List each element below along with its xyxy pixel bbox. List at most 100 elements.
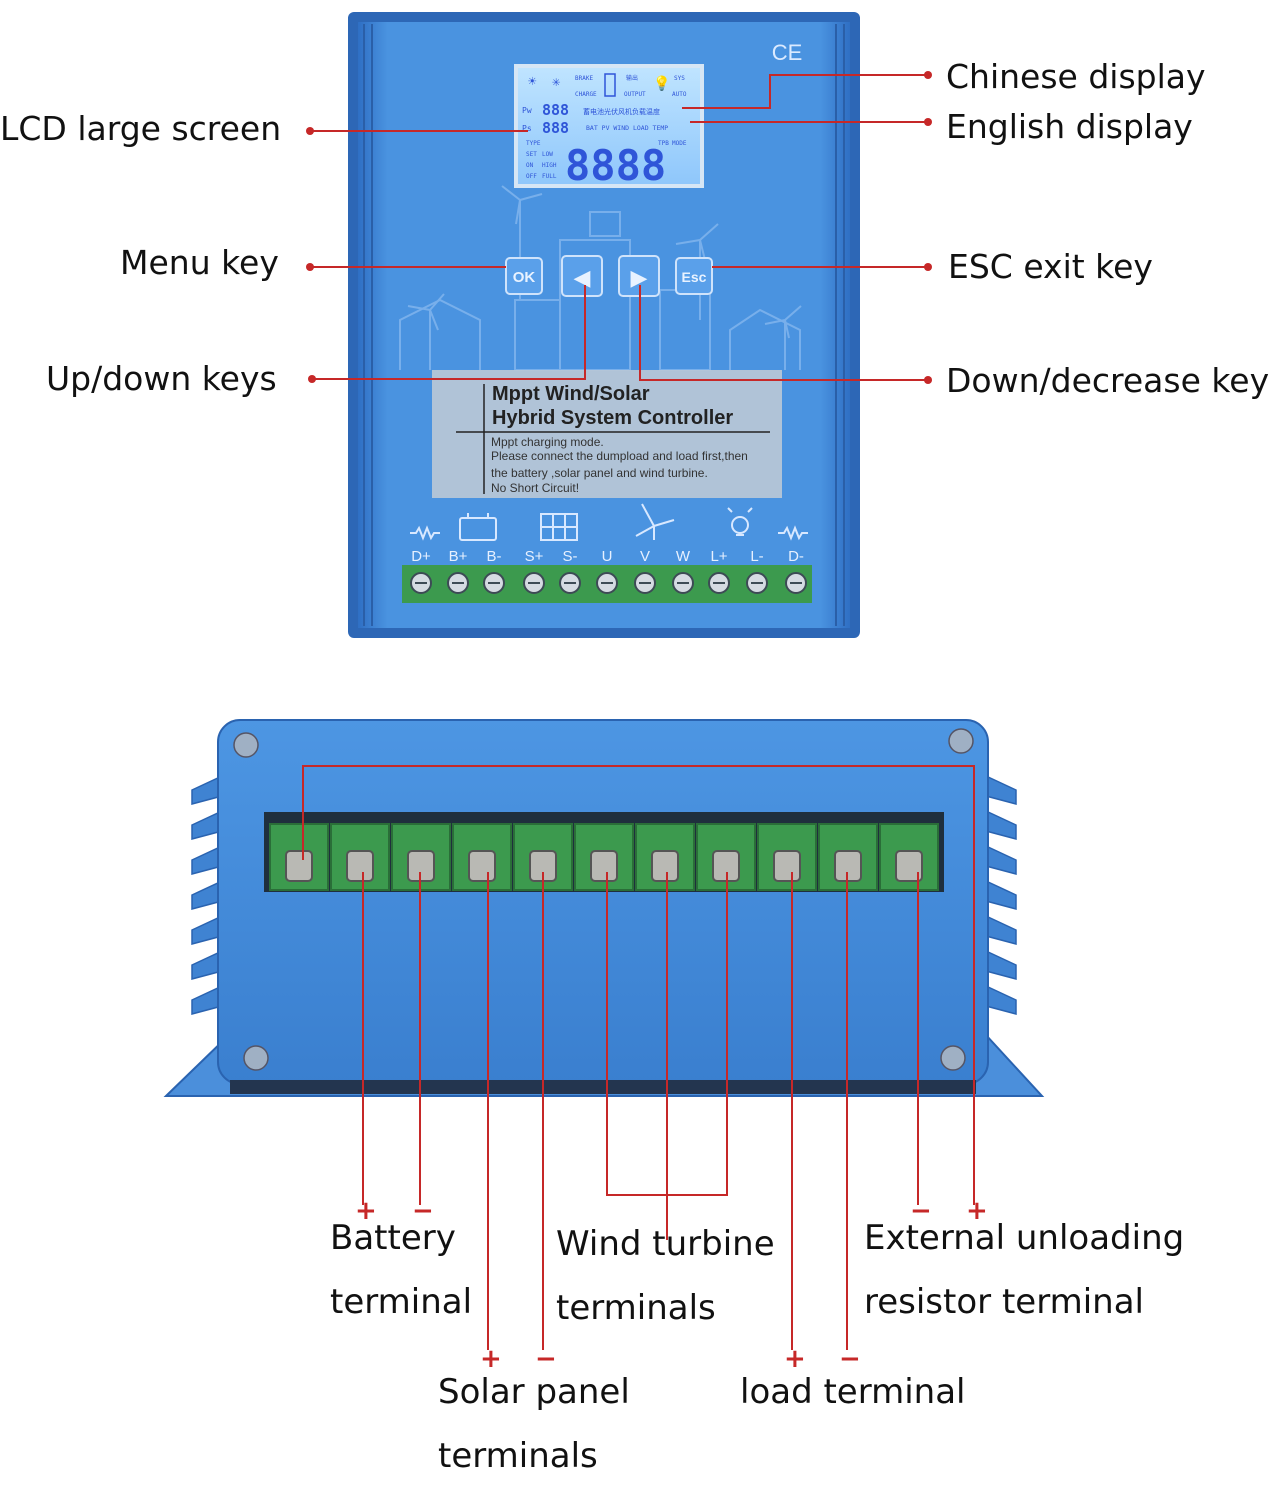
lcd-english-row: BAT PV WIND LOAD TEMP: [586, 124, 668, 132]
lcd-top-label: SYS: [674, 75, 685, 82]
terminal-screw-icon[interactable]: [590, 850, 618, 882]
callout-esc-exit-key: ESC exit key: [948, 247, 1153, 286]
callout-chinese-display: Chinese display: [946, 57, 1206, 96]
wind-turbine-icon: [635, 503, 675, 540]
plate-screws: [233, 728, 974, 1071]
terminal-label: W: [676, 548, 691, 565]
callout-english-display: English display: [946, 107, 1193, 146]
screw-icon: [243, 1045, 269, 1071]
top-controller: CE ☀ ✳ BRAKE CHARGE 输出 OUTPUT 💡 SYS AUTO…: [348, 12, 860, 638]
external-plus-sign: +: [966, 1196, 988, 1226]
lcd-chinese-row: 蓄电池光伏风机负载温度: [583, 107, 660, 116]
lcd-right-label: TPB: [658, 140, 669, 147]
esc-button[interactable]: Esc: [675, 257, 713, 295]
terminal-screw-icon[interactable]: [773, 850, 801, 882]
battery-terminal-label-1: Battery: [330, 1218, 456, 1258]
end-plate: [217, 719, 989, 1085]
screw-icon: [233, 732, 259, 758]
cooling-fins: [191, 774, 1017, 1015]
load-plus-sign: +: [784, 1344, 806, 1374]
info-label-panel: Mppt Wind/Solar Hybrid System Controller…: [432, 370, 782, 498]
terminal-label: U: [602, 548, 613, 565]
panel-text-line: No Short Circuit!: [491, 481, 579, 495]
external-resistor-label-1: External unloading: [864, 1218, 1185, 1258]
battery-minus-sign: −: [412, 1196, 434, 1226]
wind-turbine-label-2: terminals: [556, 1288, 716, 1328]
top-callout-dots: [306, 71, 932, 384]
terminal-label: B-: [487, 548, 502, 565]
solar-panel-label-1: Solar panel: [438, 1372, 630, 1412]
battery-icon: [459, 517, 497, 541]
terminal-block: [269, 823, 939, 891]
terminal-icons: [410, 503, 808, 541]
lcd-pw-value: 888: [542, 101, 569, 119]
background-artwork: [399, 185, 802, 371]
lcd-big-digits: 8888: [565, 141, 666, 190]
terminal-screw-icon[interactable]: [651, 850, 679, 882]
lcd-screen: ☀ ✳ BRAKE CHARGE 输出 OUTPUT 💡 SYS AUTO Pw…: [514, 64, 704, 190]
lcd-top-label: BRAKE: [575, 75, 593, 82]
solar-panel-label-2: terminals: [438, 1436, 598, 1476]
left-arrow-icon: ◀: [574, 266, 591, 291]
panel-text-line: Please connect the dumpload and load fir…: [491, 449, 748, 463]
terminal-screw-icon[interactable]: [346, 850, 374, 882]
callout-up-down-keys: Up/down keys: [46, 359, 277, 398]
panel-text-line: Mppt charging mode.: [491, 435, 604, 449]
external-minus-sign: −: [910, 1196, 932, 1226]
lcd-left-label: HIGH: [542, 162, 557, 169]
terminal-screw-icon[interactable]: [895, 850, 923, 882]
terminal-screw-icon[interactable]: [468, 850, 496, 882]
bottom-callout-lines: [302, 765, 975, 1350]
lcd-left-label: FULL: [542, 173, 557, 180]
callout-down-decrease-key: Down/decrease key: [946, 361, 1270, 400]
terminal-label-row: D+ B+ B- S+ S- U V W L+ L- D-: [411, 548, 804, 565]
bulb-icon: 💡: [653, 75, 670, 92]
terminal-label: D-: [788, 548, 804, 565]
ok-button[interactable]: OK: [505, 257, 543, 295]
right-arrow-button[interactable]: ▶: [618, 255, 660, 297]
screw-icon: [940, 1045, 966, 1071]
lcd-top-label: 输出: [626, 74, 638, 82]
lcd-ps-value: 888: [542, 119, 569, 137]
top-callout-lines: [310, 74, 928, 381]
base-shadow: [230, 1080, 976, 1094]
panel-title-line-1: Mppt Wind/Solar: [492, 383, 650, 405]
lcd-left-label: LOW: [542, 151, 553, 158]
bulb-icon: [731, 516, 749, 534]
terminal-label: S-: [563, 548, 578, 565]
left-arrow-button[interactable]: ◀: [561, 255, 603, 297]
terminal-screw-icon[interactable]: [285, 850, 313, 882]
sun-icon: ☀: [528, 74, 537, 90]
lcd-ps-label: Ps: [522, 124, 532, 133]
svg-text:Esc: Esc: [682, 269, 707, 285]
terminal-label: B+: [449, 548, 468, 565]
load-terminal-label: load terminal: [740, 1372, 966, 1412]
resistor-icon: [778, 525, 808, 541]
side-fins: [363, 24, 845, 626]
solar-plus-sign: +: [480, 1344, 502, 1374]
terminal-label: L+: [710, 548, 727, 565]
terminal-label: S+: [525, 548, 544, 565]
callout-lcd-large-screen: LCD large screen: [0, 109, 282, 148]
panel-text-line: the battery ,solar panel and wind turbin…: [491, 466, 708, 480]
svg-text:OK: OK: [513, 269, 536, 286]
lcd-pw-label: Pw: [522, 106, 532, 115]
terminal-screws: [410, 572, 807, 594]
lcd-top-label: AUTO: [672, 91, 687, 98]
terminal-label: L-: [750, 548, 763, 565]
lcd-left-label: TYPE: [526, 140, 541, 147]
resistor-icon: [410, 525, 440, 541]
lcd-glass: [518, 68, 700, 184]
battery-plus-sign: +: [355, 1196, 377, 1226]
lcd-top-label: OUTPUT: [624, 91, 646, 98]
terminal-label: D+: [411, 548, 431, 565]
battery-icon: [604, 73, 616, 97]
battery-terminal-label-2: terminal: [330, 1282, 473, 1322]
lcd-left-label: ON: [526, 162, 534, 169]
solar-minus-sign: −: [535, 1344, 557, 1374]
lcd-left-label: SET: [526, 151, 537, 158]
right-arrow-icon: ▶: [631, 266, 648, 291]
lcd-right-label: MODE: [672, 140, 687, 147]
terminal-label: V: [640, 548, 650, 565]
